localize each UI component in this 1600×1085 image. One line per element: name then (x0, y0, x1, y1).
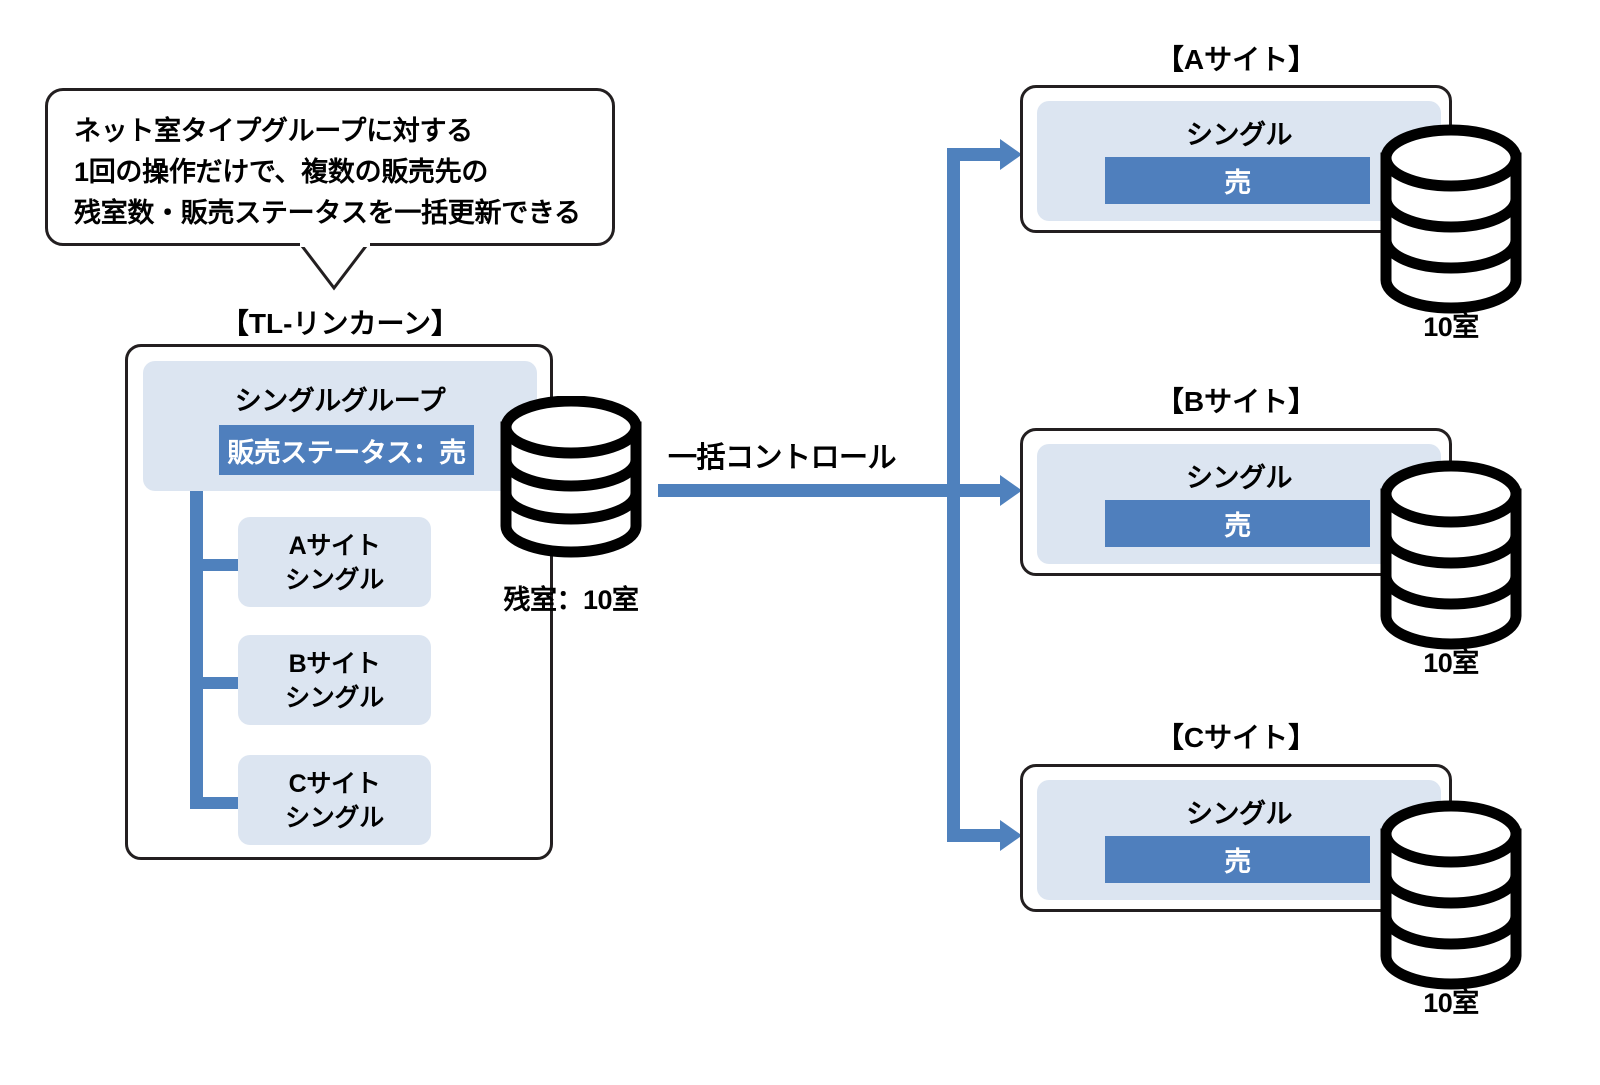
child-site-label-b: Bサイト シングル (285, 650, 384, 712)
tree-branch-a (190, 559, 238, 571)
target-b-panel: シングル 売 (1020, 428, 1452, 576)
target-b-roomtype: シングル (1186, 463, 1293, 493)
target-b-roomtype-box: シングル 売 (1037, 444, 1441, 564)
tree-branch-c (190, 797, 238, 809)
arrow-right-icon-a (947, 139, 1022, 170)
arrow-right-icon-c (947, 820, 1022, 851)
target-a-db-label: 10室 (1423, 312, 1479, 342)
source-db-label: 残室：10室 (503, 585, 639, 615)
target-c-database-cylinder-icon (1380, 800, 1522, 990)
target-c-panel: シングル 売 (1020, 764, 1452, 912)
tree-branch-b (190, 677, 238, 689)
arrow-right-icon-b (947, 475, 1022, 506)
source-panel-title: 【TL-リンカーン】 (220, 308, 460, 339)
target-b-title: 【Bサイト】 (1155, 386, 1317, 417)
target-c-status[interactable]: 売 (1105, 836, 1370, 883)
target-c-roomtype: シングル (1186, 799, 1293, 829)
target-a-panel: シングル 売 (1020, 85, 1452, 233)
child-site-label-a: Aサイト シングル (285, 532, 384, 594)
flow-trunk-horizontal (658, 484, 960, 497)
source-group-name: シングルグループ (234, 386, 446, 416)
callout-bubble: ネット室タイプグループに対する 1回の操作だけで、複数の販売先の 残室数・販売ス… (45, 88, 615, 246)
target-b-db-label: 10室 (1423, 648, 1479, 678)
target-c-roomtype-box: シングル 売 (1037, 780, 1441, 900)
source-panel: シングルグループ 販売ステータス：売 Aサイト シングル Bサイト シングル C… (125, 344, 553, 860)
target-a-roomtype-box: シングル 売 (1037, 101, 1441, 221)
target-b-status[interactable]: 売 (1105, 500, 1370, 547)
source-database-cylinder-icon (500, 396, 642, 558)
target-a-title: 【Aサイト】 (1155, 44, 1317, 75)
child-site-label-c: Cサイト シングル (285, 770, 384, 832)
callout-tail-icon (300, 243, 370, 291)
child-site-box-c: Cサイト シングル (238, 755, 431, 845)
child-site-box-a: Aサイト シングル (238, 517, 431, 607)
flow-label: 一括コントロール (668, 442, 897, 474)
target-b-database-cylinder-icon (1380, 460, 1522, 650)
target-a-status[interactable]: 売 (1105, 157, 1370, 204)
target-c-db-label: 10室 (1423, 988, 1479, 1018)
source-group-box: シングルグループ 販売ステータス：売 (143, 361, 537, 491)
target-a-roomtype: シングル (1186, 120, 1293, 150)
target-c-title: 【Cサイト】 (1155, 722, 1317, 753)
child-site-box-b: Bサイト シングル (238, 635, 431, 725)
source-status-bar[interactable]: 販売ステータス：売 (219, 425, 474, 475)
target-a-database-cylinder-icon (1380, 124, 1522, 314)
callout-text: ネット室タイプグループに対する 1回の操作だけで、複数の販売先の 残室数・販売ス… (74, 116, 581, 228)
